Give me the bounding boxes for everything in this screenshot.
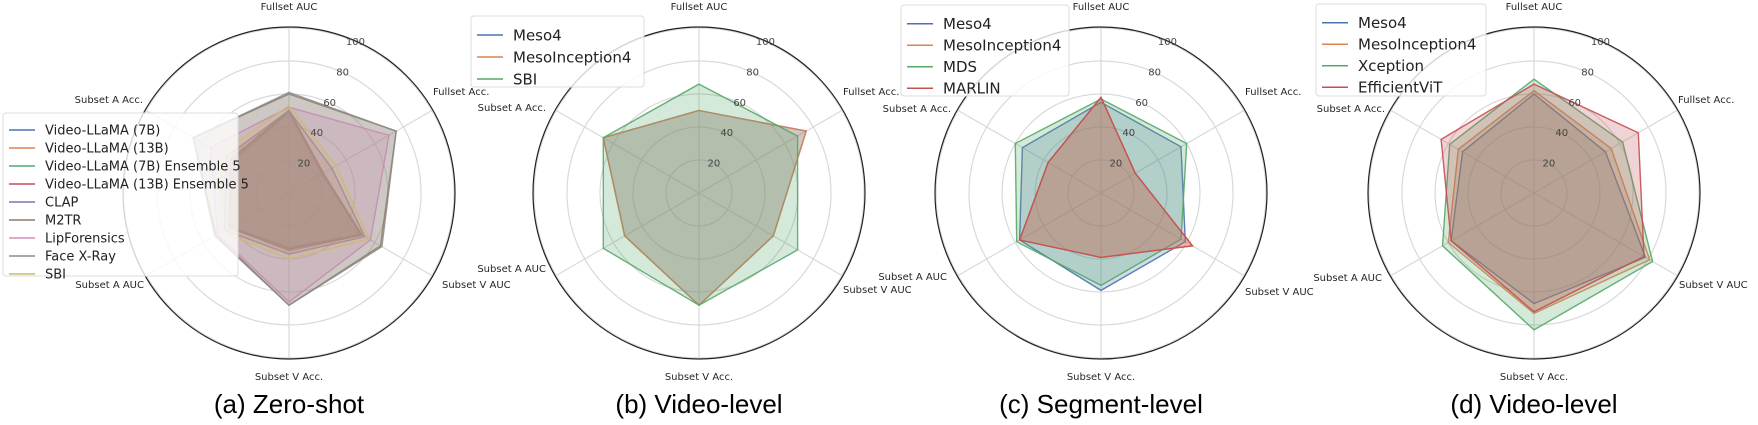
grid-spoke [1100, 192, 1245, 277]
grid-spoke [1100, 109, 1245, 194]
grid-spoke [288, 109, 433, 194]
chart-title: (d) Video-level [1450, 389, 1617, 419]
axis-label: Fullset Acc. [433, 87, 489, 98]
radial-tick-label: 80 [336, 67, 349, 78]
axis-label: Subset V Acc. [665, 372, 733, 383]
outer-frame [1367, 26, 1701, 360]
radial-tick-label: 80 [1148, 67, 1161, 78]
axis-label: Subset V Acc. [1500, 372, 1568, 383]
legend: Video-LLaMA (7B) Video-LLaMA (13B) Video-L… [2, 112, 249, 283]
legend-entry: Meso4 [1358, 14, 1407, 32]
axis-label: Subset V Acc. [255, 372, 323, 383]
legend-entry: M2TR [45, 214, 81, 229]
axis-label: Fullset Acc. [1245, 87, 1301, 98]
legend-entry: MARLIN [943, 80, 1001, 98]
axis-label: Subset V AUC [1679, 280, 1748, 291]
radial-tick-label: 100 [756, 37, 775, 48]
radial-tick-label: 80 [1581, 67, 1594, 78]
radial-tick-label: 40 [1122, 128, 1135, 139]
chart-title: (c) Segment-level [999, 389, 1203, 419]
legend-entry: MesoInception4 [943, 37, 1061, 55]
legend-entry: MesoInception4 [1358, 36, 1476, 54]
legend-entry: Meso4 [943, 15, 992, 33]
chart-title: (a) Zero-shot [214, 389, 365, 419]
outer-frame [934, 26, 1268, 360]
radial-tick-label: 20 [1543, 159, 1556, 170]
legend-box [900, 4, 1070, 97]
radar-chart-0: 20 40 60 80 100 Fullset AUC Fullset Acc. Subset… [2, 2, 511, 419]
axis-label: Subset A AUC [878, 272, 947, 283]
legend-entry: EfficientViT [1358, 79, 1443, 97]
legend-entry: CLAP [45, 196, 79, 211]
legend-box [470, 15, 645, 88]
grid-spoke [957, 109, 1102, 194]
legend-entry: SBI [45, 268, 66, 283]
radar-chart-1: 20 40 60 80 100 Fullset AUC Fullset Acc. Subset… [470, 2, 912, 419]
radar-chart-3: 20 40 60 80 100 Fullset AUC Fullset Acc. Subset… [1313, 2, 1747, 419]
series-polygon [602, 83, 799, 307]
axis-label: Fullset Acc. [843, 87, 899, 98]
legend-entry: Video-LLaMA (7B) [45, 124, 160, 139]
radial-tick-label: 40 [1555, 128, 1568, 139]
chart-title: (b) Video-level [615, 389, 782, 419]
legend-entry: Face X-Ray [45, 250, 116, 265]
legend-entry: MDS [943, 58, 977, 76]
radial-tick-label: 100 [1591, 37, 1610, 48]
outer-frame [532, 26, 866, 360]
axis-label: Fullset AUC [1073, 2, 1130, 13]
axis-label: Fullset AUC [261, 2, 318, 13]
axis-label: Subset V AUC [1245, 287, 1314, 298]
axis-label: Fullset AUC [1506, 2, 1563, 13]
grid-spoke [1390, 192, 1535, 277]
legend-entry: LipForensics [45, 232, 125, 247]
axis-label: Subset A Acc. [75, 95, 143, 106]
grid-spoke [555, 109, 700, 194]
legend-entry: SBI [513, 70, 537, 88]
radial-tick-label: 40 [720, 128, 733, 139]
legend-box [1315, 3, 1487, 97]
grid-spoke [698, 192, 843, 277]
legend-box [2, 112, 239, 277]
radial-tick-label: 100 [1158, 37, 1177, 48]
axis-label: Subset A AUC [1313, 273, 1382, 284]
legend-entry: MesoInception4 [513, 48, 631, 66]
grid-spoke [555, 192, 700, 277]
radial-tick-label: 20 [708, 159, 721, 170]
radial-tick-label: 100 [346, 37, 365, 48]
radial-tick-label: 60 [323, 98, 336, 109]
legend-entry: Video-LLaMA (13B) Ensemble 5 [45, 178, 249, 193]
radial-tick-label: 80 [746, 67, 759, 78]
legend-entry: Video-LLaMA (13B) [45, 142, 169, 157]
radial-tick-label: 40 [310, 128, 323, 139]
radial-tick-label: 20 [298, 159, 311, 170]
axis-label: Subset V AUC [843, 285, 912, 296]
axis-label: Fullset AUC [671, 2, 728, 13]
axis-label: Subset A AUC [477, 264, 546, 275]
radial-tick-label: 60 [1568, 98, 1581, 109]
grid-spoke [698, 109, 843, 194]
axis-label: Subset A AUC [75, 280, 144, 291]
radial-tick-label: 20 [1110, 159, 1123, 170]
axis-label: Subset V Acc. [1067, 372, 1135, 383]
grid-spoke [957, 192, 1102, 277]
radial-tick-label: 60 [1135, 98, 1148, 109]
axis-label: Subset A Acc. [883, 104, 951, 115]
legend-entry: Video-LLaMA (7B) Ensemble 5 [45, 160, 241, 175]
radial-tick-label: 60 [733, 98, 746, 109]
axis-label: Subset V AUC [442, 280, 511, 291]
axis-label: Fullset Acc. [1678, 95, 1734, 106]
legend-entry: Xception [1358, 57, 1424, 75]
radar-chart-2: 20 40 60 80 100 Fullset AUC Fullset Acc. Subset… [878, 2, 1313, 419]
axis-label: Subset A Acc. [1317, 104, 1385, 115]
legend-entry: Meso4 [513, 26, 562, 44]
axis-label: Subset A Acc. [478, 103, 546, 114]
